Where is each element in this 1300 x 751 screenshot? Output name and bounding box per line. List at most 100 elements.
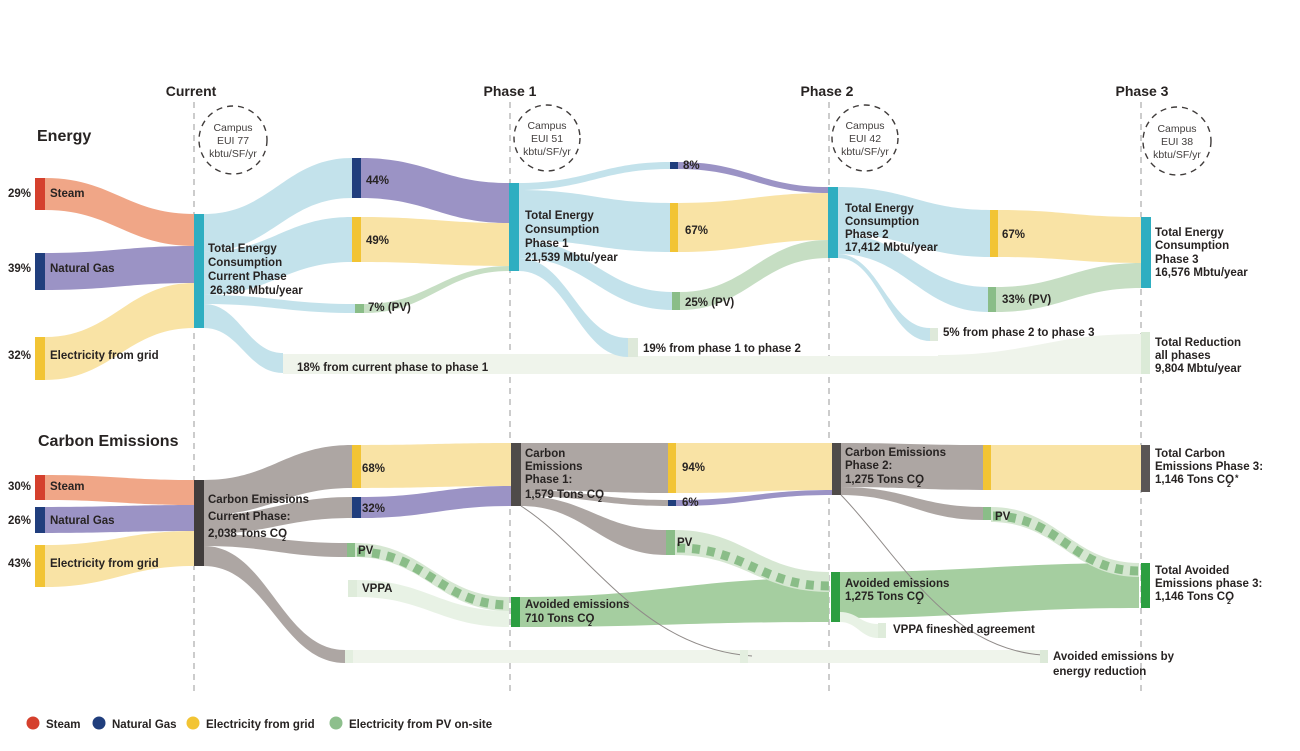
energy-grid-stub xyxy=(35,337,45,380)
carbon-p2-pv-stub xyxy=(666,530,675,555)
eui-phase3-line2: EUI 38 xyxy=(1161,136,1193,148)
avoided2-label-1: Avoided emissions xyxy=(845,578,949,590)
carbon-p2-gas-pct: 6% xyxy=(682,497,699,509)
energy-phase2-label-1: Total Energy xyxy=(845,203,914,215)
flow-carbon-p1-to-p2-grid xyxy=(521,443,668,493)
energy-phase3-label-3: Phase 3 xyxy=(1155,254,1198,266)
carbon-current-sub2: 2 xyxy=(282,536,286,543)
eui-circle-phase3 xyxy=(1142,106,1212,176)
carbon-current-node xyxy=(194,480,204,566)
legend-steam-icon xyxy=(26,716,40,730)
carbon-p1-pv-stub xyxy=(347,543,355,557)
flow-energy-steam-in xyxy=(45,178,194,246)
legend-steam-label: Steam xyxy=(46,719,81,731)
carbon-reduction-band xyxy=(345,650,1040,663)
sankey-flows xyxy=(45,158,1141,663)
carbon-vppa-end-stub xyxy=(878,623,886,638)
section-title-energy: Energy xyxy=(37,128,91,145)
energy-p3-pv-stub xyxy=(988,287,996,312)
carbon-gas-stub xyxy=(35,507,45,533)
vppa-finished-note: VPPA fineshed agreement xyxy=(893,624,1035,636)
eui-phase3-line3: kbtu/SF/yr xyxy=(1153,149,1201,161)
flow-energy-current-reduction-18pct xyxy=(204,304,283,373)
legend-grid-label: Electricity from grid xyxy=(206,719,315,731)
carbon-phase1-label-2: Emissions xyxy=(525,461,583,473)
energy-phase1-label-3: Phase 1 xyxy=(525,238,569,250)
flow-energy-gas-in xyxy=(45,246,194,290)
flow-carbon-p2-to-p3-pv xyxy=(841,487,983,520)
legend: Steam Natural Gas Electricity from grid … xyxy=(26,716,492,731)
carbon-steam-stub xyxy=(35,475,45,500)
energy-steam-label: Steam xyxy=(50,188,85,200)
legend-pv-icon xyxy=(329,716,343,730)
energy-phase2-label-3: Phase 2 xyxy=(845,229,888,241)
flow-carbon-current-to-p1-grid xyxy=(204,445,352,515)
flow-carbon-p1-gas-in xyxy=(361,486,511,518)
eui-phase1-line3: kbtu/SF/yr xyxy=(523,146,571,158)
flow-avoided-p1-to-p2 xyxy=(520,578,829,627)
flow-carbon-p2-gas-in xyxy=(676,490,832,506)
energy-gas-label: Natural Gas xyxy=(50,263,115,275)
carbon-phase1-sub2: 2 xyxy=(598,497,602,504)
campus-eui-badges xyxy=(198,104,1212,176)
carbon-p3-grid-stub xyxy=(983,445,991,490)
flow-carbon-p1-grid-in xyxy=(361,443,511,488)
carbon-steam-label: Steam xyxy=(50,481,85,493)
flow-energy-p2-to-p3-grid xyxy=(838,187,990,257)
carbon-gas-pct: 26% xyxy=(8,515,31,527)
carbon-phase3-label-2: Emissions Phase 3: xyxy=(1155,461,1263,473)
eui-current-line3: kbtu/SF/yr xyxy=(209,148,257,160)
flow-carbon-p1-to-p2-pv xyxy=(521,496,666,555)
eui-phase1-line1: Campus xyxy=(527,120,566,132)
avoided-phase3-node xyxy=(1141,563,1150,608)
flow-vppa-in xyxy=(357,580,509,627)
carbon-grid-label: Electricity from grid xyxy=(50,558,159,570)
flow-energy-current-to-p1-grid xyxy=(204,217,352,295)
carbon-phase2-label-1: Carbon Emissions xyxy=(845,447,946,459)
energy-phase1-node xyxy=(509,183,519,271)
hairline-carbon-p2-reduction xyxy=(840,494,1043,656)
flow-energy-p1-pv-in xyxy=(364,266,509,313)
carbon-current-label-2: Current Phase: xyxy=(208,511,290,523)
flow-pv-avoided-p2-dashes xyxy=(676,543,830,591)
carbon-p3-pv-label: PV xyxy=(995,511,1011,523)
energy-p3-grid-stub xyxy=(990,210,998,257)
energy-reduction-label-2: all phases xyxy=(1155,350,1211,362)
total-nodes xyxy=(194,183,1151,627)
energy-reduction-note-1: 18% from current phase to phase 1 xyxy=(297,362,489,374)
carbon-p2-pv-label: PV xyxy=(677,537,693,549)
carbon-phase2-label-3: 1,275 Tons CO xyxy=(845,474,924,486)
eui-circle-phase1 xyxy=(513,104,581,172)
eui-phase1-line2: EUI 51 xyxy=(531,133,563,145)
energy-reduction-label-1: Total Reduction xyxy=(1155,337,1241,349)
flow-carbon-p3-grid-in xyxy=(991,445,1141,490)
carbon-p1-grid-stub xyxy=(352,445,361,488)
carbon-p1-vppa-stub xyxy=(348,580,357,597)
avoided3-sub2: 2 xyxy=(1227,599,1231,606)
flow-energy-p3-pv-in xyxy=(996,263,1141,312)
avoided3-label-1: Total Avoided xyxy=(1155,565,1229,577)
phase-header-current: Current xyxy=(166,83,217,99)
energy-reduction-note-2: 19% from phase 1 to phase 2 xyxy=(643,343,801,355)
flow-energy-p1-to-p2-pv xyxy=(519,240,672,310)
eui-phase2-line2: EUI 42 xyxy=(849,133,881,145)
carbon-p2-grid-pct: 94% xyxy=(682,462,705,474)
energy-reduction-note-3: 5% from phase 2 to phase 3 xyxy=(943,327,1094,339)
carbon-p1-grid-pct: 68% xyxy=(362,463,385,475)
energy-p1-gas-stub xyxy=(352,158,361,198)
energy-p2-gas-stub xyxy=(670,162,678,169)
carbon-phase3-node xyxy=(1141,445,1150,492)
energy-grid-pct: 32% xyxy=(8,350,31,362)
flow-carbon-current-to-p1-gas xyxy=(204,497,352,534)
cap-5pct xyxy=(930,328,938,341)
avoided-by-reduction-note-1: Avoided emissions by xyxy=(1053,651,1175,663)
legend-gas-icon xyxy=(92,716,106,730)
carbon-phase3-star: * xyxy=(1235,473,1239,483)
energy-phase3-node xyxy=(1141,217,1151,288)
carbon-gas-label: Natural Gas xyxy=(50,515,115,527)
energy-reduction-band-2 xyxy=(638,356,938,374)
labels: Energy Carbon Emissions Current Phase 1 … xyxy=(8,83,1263,678)
flow-energy-p1-reduction-19pct xyxy=(519,258,628,357)
flow-energy-p2-pv-in xyxy=(680,240,828,310)
flow-reduction-band-tail xyxy=(938,334,1141,374)
